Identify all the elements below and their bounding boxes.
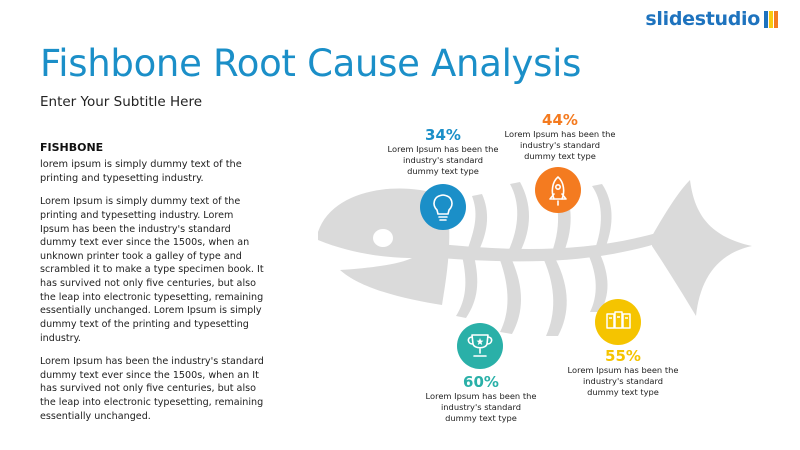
fish-tail: [652, 180, 752, 316]
page-subtitle: Enter Your Subtitle Here: [40, 94, 203, 110]
lightbulb-badge: [420, 184, 466, 230]
stat-block-34: 34% Lorem Ipsum has been the industry's …: [382, 127, 504, 177]
stat-percent: 44%: [542, 111, 578, 129]
fish-eye: [373, 229, 393, 247]
brand-mark-icon: [764, 10, 778, 28]
rib-lower-3: [544, 260, 567, 336]
stat-description: Lorem Ipsum has been the industry's stan…: [567, 364, 679, 397]
brand-logo: slidestudio: [645, 8, 778, 30]
page-title: Fishbone Root Cause Analysis: [40, 42, 582, 85]
rocket-icon: [549, 176, 567, 206]
rocket-badge: [535, 167, 581, 213]
fish-spine: [440, 232, 662, 262]
body-paragraph-2: Lorem Ipsum has been the industry's stan…: [40, 356, 264, 422]
rib-upper-2: [508, 182, 529, 252]
stat-percent: 60%: [463, 373, 499, 391]
rib-lower-2: [500, 260, 521, 334]
stat-block-60: 60% Lorem Ipsum has been the industry's …: [420, 374, 542, 424]
trophy-icon: [467, 334, 493, 357]
rib-lower-1: [456, 256, 478, 318]
trophy-badge: [457, 323, 503, 369]
fish-skeleton: [318, 176, 752, 336]
rib-upper-1: [468, 194, 488, 248]
stat-block-55: 55% Lorem Ipsum has been the industry's …: [562, 348, 684, 398]
documents-badge: [595, 299, 641, 345]
documents-icon: [606, 311, 631, 329]
rib-lower-4: [588, 254, 608, 312]
stat-percent: 34%: [425, 126, 461, 144]
body-paragraph-1: Lorem Ipsum is simply dummy text of the …: [40, 196, 264, 344]
section-heading: FISHBONE: [40, 141, 104, 154]
stat-percent: 55%: [605, 347, 641, 365]
stat-block-44: 44% Lorem Ipsum has been the industry's …: [500, 112, 620, 162]
lightbulb-icon: [433, 194, 453, 221]
stat-description: Lorem Ipsum has been the industry's stan…: [425, 390, 537, 423]
rib-upper-4: [592, 184, 612, 246]
text-column: FISHBONE lorem ipsum is simply dummy tex…: [40, 140, 265, 433]
stat-description: Lorem Ipsum has been the industry's stan…: [387, 143, 499, 176]
stat-description: Lorem Ipsum has been the industry's stan…: [504, 128, 616, 161]
section-lead: lorem ipsum is simply dummy text of the …: [40, 158, 242, 184]
brand-name: slidestudio: [645, 8, 760, 30]
